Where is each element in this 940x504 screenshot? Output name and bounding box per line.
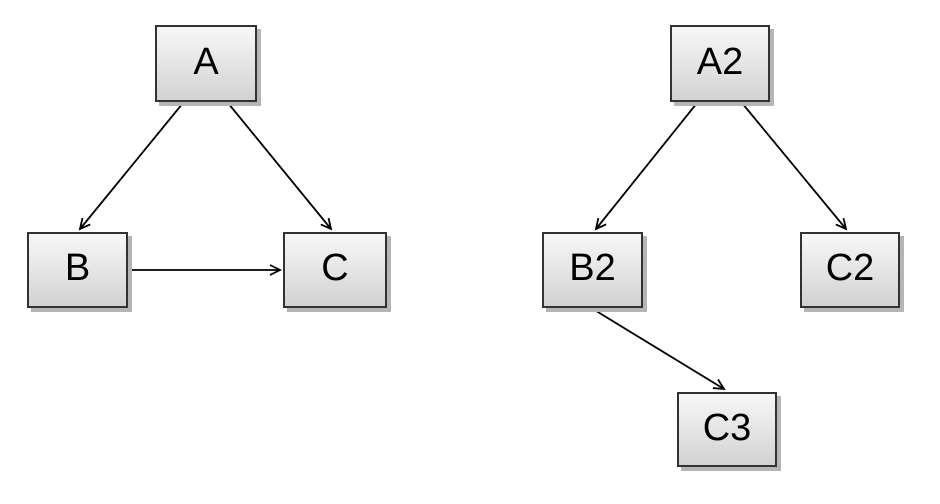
node-label: B — [64, 247, 91, 289]
node-B2[interactable]: B2 — [542, 232, 643, 308]
node-label: B2 — [569, 247, 616, 289]
node-label: C3 — [702, 406, 752, 449]
edge-A-C — [227, 102, 333, 231]
node-A2[interactable]: A2 — [670, 25, 770, 102]
node-C[interactable]: C — [283, 232, 387, 308]
node-label: A — [193, 40, 219, 83]
edge-A2-B2 — [594, 102, 698, 231]
node-B[interactable]: B — [27, 232, 128, 308]
node-A[interactable]: A — [155, 25, 257, 102]
node-C2[interactable]: C2 — [800, 232, 900, 308]
edge-B2-C3 — [592, 308, 726, 391]
node-C3[interactable]: C3 — [677, 392, 777, 467]
node-label: A2 — [696, 40, 744, 83]
node-label: C2 — [825, 247, 875, 289]
edge-A-B — [78, 102, 184, 231]
node-label: C — [321, 247, 349, 289]
edge-A2-C2 — [741, 102, 848, 231]
